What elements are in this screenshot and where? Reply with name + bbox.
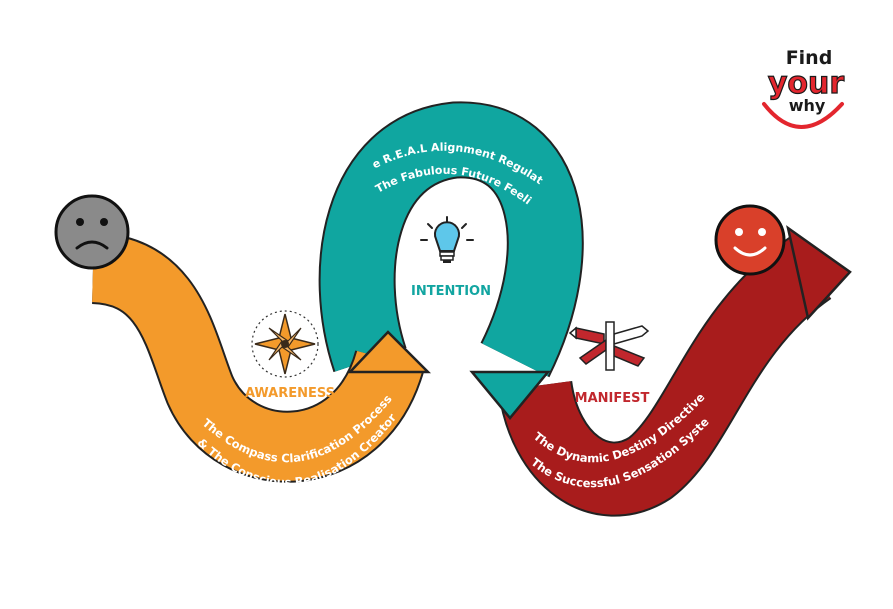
find-your-why-logo: Find your why xyxy=(762,47,845,129)
signpost-icon xyxy=(568,321,650,371)
intention-arch xyxy=(318,101,584,420)
manifest-arrow xyxy=(497,225,852,517)
manifest-band xyxy=(499,238,831,515)
logo-why: why xyxy=(789,96,826,115)
intention-band xyxy=(320,103,582,377)
intention-arrowhead xyxy=(469,370,551,420)
logo-your: your xyxy=(768,66,845,101)
light-bulb-icon xyxy=(420,216,474,263)
stage-label-awareness: AWARENESS xyxy=(245,386,335,401)
logo-smile xyxy=(762,102,844,129)
logo-find: Find xyxy=(786,47,833,69)
sad-face-icon xyxy=(54,194,130,270)
manifest-arrowhead xyxy=(786,225,852,321)
awareness-arrowhead xyxy=(347,330,432,374)
stage-label-intention: INTENTION xyxy=(411,284,491,299)
awareness-arrow xyxy=(90,232,432,483)
stage-label-manifest: MANIFEST xyxy=(575,391,650,406)
happy-face-icon xyxy=(714,204,786,276)
compass-star-icon xyxy=(251,310,319,378)
awareness-band xyxy=(90,234,423,481)
